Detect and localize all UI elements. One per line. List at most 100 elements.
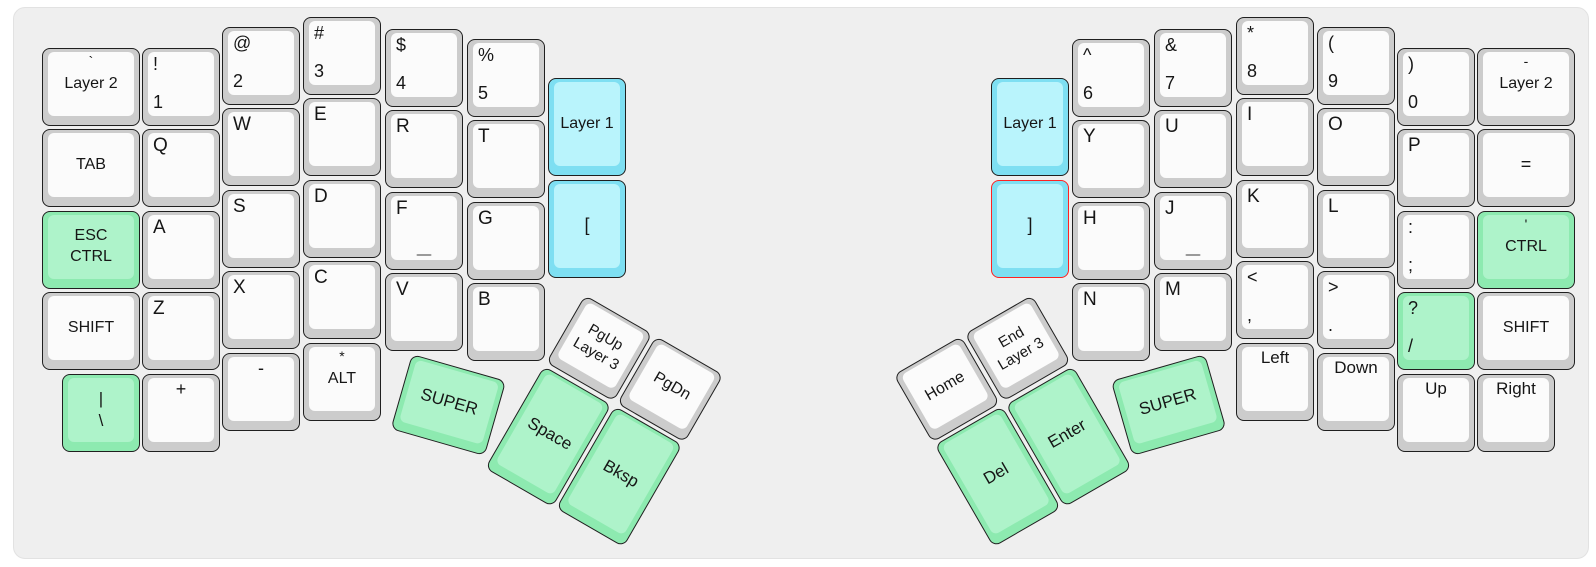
key-legend: 6	[1083, 83, 1094, 104]
key-c[interactable]: C	[303, 261, 381, 339]
key-n[interactable]: N	[1072, 283, 1150, 361]
key-legend: SHIFT	[1502, 318, 1550, 336]
key-super-left[interactable]: SUPER	[390, 354, 507, 456]
key-legend: `	[88, 53, 94, 69]
key-z[interactable]: Z	[142, 292, 220, 370]
key-legend: D	[314, 186, 328, 207]
key-less-comma[interactable]: <,	[1236, 261, 1314, 339]
key-p[interactable]: P	[1397, 129, 1475, 207]
key-legend: ALT	[327, 369, 357, 387]
keycap-top: SHIFT	[1483, 296, 1569, 360]
key-r[interactable]: R	[385, 110, 463, 188]
key-up[interactable]: Up	[1397, 374, 1475, 452]
key-k[interactable]: K	[1236, 180, 1314, 258]
key-legend: =	[1520, 154, 1532, 175]
key-legend: Layer 2	[1499, 74, 1553, 92]
key-legend: *	[339, 348, 345, 364]
key-at-2[interactable]: @2	[222, 27, 300, 105]
key-legend: *	[1247, 23, 1255, 43]
key-legend: +	[175, 379, 187, 399]
key-layer-1-left[interactable]: Layer 1	[548, 78, 626, 176]
key-quote-ctrl[interactable]: 'CTRL	[1477, 211, 1575, 289]
keycap-top: ]	[997, 184, 1063, 268]
key-u[interactable]: U	[1154, 110, 1232, 188]
key-pipe-backslash[interactable]: | \	[62, 374, 140, 452]
key-down[interactable]: Down	[1317, 353, 1395, 431]
key-e[interactable]: E	[303, 98, 381, 176]
key-left-bracket[interactable]: [	[548, 180, 626, 278]
key-a[interactable]: A	[142, 211, 220, 289]
key-legend: ESC CTRL	[70, 227, 112, 265]
key-legend: V	[396, 279, 409, 300]
key-equals[interactable]: =	[1477, 129, 1575, 207]
key-percent-5[interactable]: %5	[467, 39, 545, 117]
key-t[interactable]: T	[467, 120, 545, 198]
key-tab[interactable]: TAB	[42, 129, 140, 207]
key-legend: O	[1328, 114, 1343, 135]
key-shift-left[interactable]: SHIFT	[42, 292, 140, 370]
key-legend: Up	[1425, 379, 1447, 398]
key-star-8[interactable]: *8	[1236, 17, 1314, 95]
keycap-top: Z	[148, 296, 214, 360]
key-caret-6[interactable]: ^6	[1072, 39, 1150, 117]
key-g[interactable]: G	[467, 202, 545, 280]
key-f[interactable]: F	[385, 192, 463, 270]
key-layer-1-right[interactable]: Layer 1	[991, 78, 1069, 176]
keycap-top: B	[473, 287, 539, 351]
key-legend: (	[1328, 33, 1334, 53]
key-minus-left[interactable]: -	[222, 353, 300, 431]
key-super-right[interactable]: SUPER	[1110, 354, 1227, 456]
key-i[interactable]: I	[1236, 98, 1314, 176]
key-colon-semicolon[interactable]: :;	[1397, 211, 1475, 289]
key-paren-0[interactable]: )0	[1397, 48, 1475, 126]
key-j[interactable]: J	[1154, 192, 1232, 270]
key-left[interactable]: Left	[1236, 343, 1314, 421]
keycap-top: E	[309, 102, 375, 166]
key-legend: Layer 1	[560, 114, 614, 132]
key-x[interactable]: X	[222, 271, 300, 349]
key-s[interactable]: S	[222, 190, 300, 268]
key-q[interactable]: Q	[142, 129, 220, 207]
key-h[interactable]: H	[1072, 202, 1150, 280]
key-shift-right[interactable]: SHIFT	[1477, 292, 1575, 370]
key-legend: Down	[1334, 358, 1378, 377]
keycap-top: #3	[309, 21, 375, 85]
key-hash-3[interactable]: #3	[303, 17, 381, 95]
key-amp-7[interactable]: &7	[1154, 29, 1232, 107]
keycap-top: D	[309, 184, 375, 248]
keycap-top: T	[473, 124, 539, 188]
key-legend: -	[1523, 53, 1529, 69]
key-minus-layer-2[interactable]: - Layer 2	[1477, 48, 1575, 126]
key-legend: 9	[1328, 71, 1339, 92]
key-dollar-4[interactable]: $4	[385, 29, 463, 107]
key-y[interactable]: Y	[1072, 120, 1150, 198]
key-o[interactable]: O	[1317, 108, 1395, 186]
key-right-bracket[interactable]: ]	[991, 180, 1069, 278]
key-legend: SHIFT	[67, 318, 115, 336]
key-v[interactable]: V	[385, 273, 463, 351]
key-legend: 3	[314, 61, 325, 82]
key-l[interactable]: L	[1317, 190, 1395, 268]
keycap-top: L	[1323, 194, 1389, 258]
key-plus[interactable]: +	[142, 374, 220, 452]
key-paren-9[interactable]: (9	[1317, 27, 1395, 105]
key-d[interactable]: D	[303, 180, 381, 258]
key-esc-ctrl[interactable]: ESC CTRL	[42, 211, 140, 289]
key-b[interactable]: B	[467, 283, 545, 361]
key-m[interactable]: M	[1154, 273, 1232, 351]
key-right[interactable]: Right	[1477, 374, 1555, 452]
key-legend: X	[233, 277, 246, 298]
key-w[interactable]: W	[222, 108, 300, 186]
key-greater-period[interactable]: >.	[1317, 271, 1395, 349]
key-question-slash[interactable]: ?/	[1397, 292, 1475, 370]
key-layer-2-left[interactable]: `Layer 2	[42, 48, 140, 126]
key-legend: 1	[153, 92, 164, 113]
keycap-top: SUPER	[1117, 359, 1218, 445]
key-legend: B	[478, 289, 491, 310]
keycap-top: ^6	[1078, 43, 1144, 107]
key-legend: >	[1328, 277, 1339, 297]
key-star-alt[interactable]: * ALT	[303, 343, 381, 421]
key-exclam-1[interactable]: !1	[142, 48, 220, 126]
key-legend: P	[1408, 135, 1421, 156]
